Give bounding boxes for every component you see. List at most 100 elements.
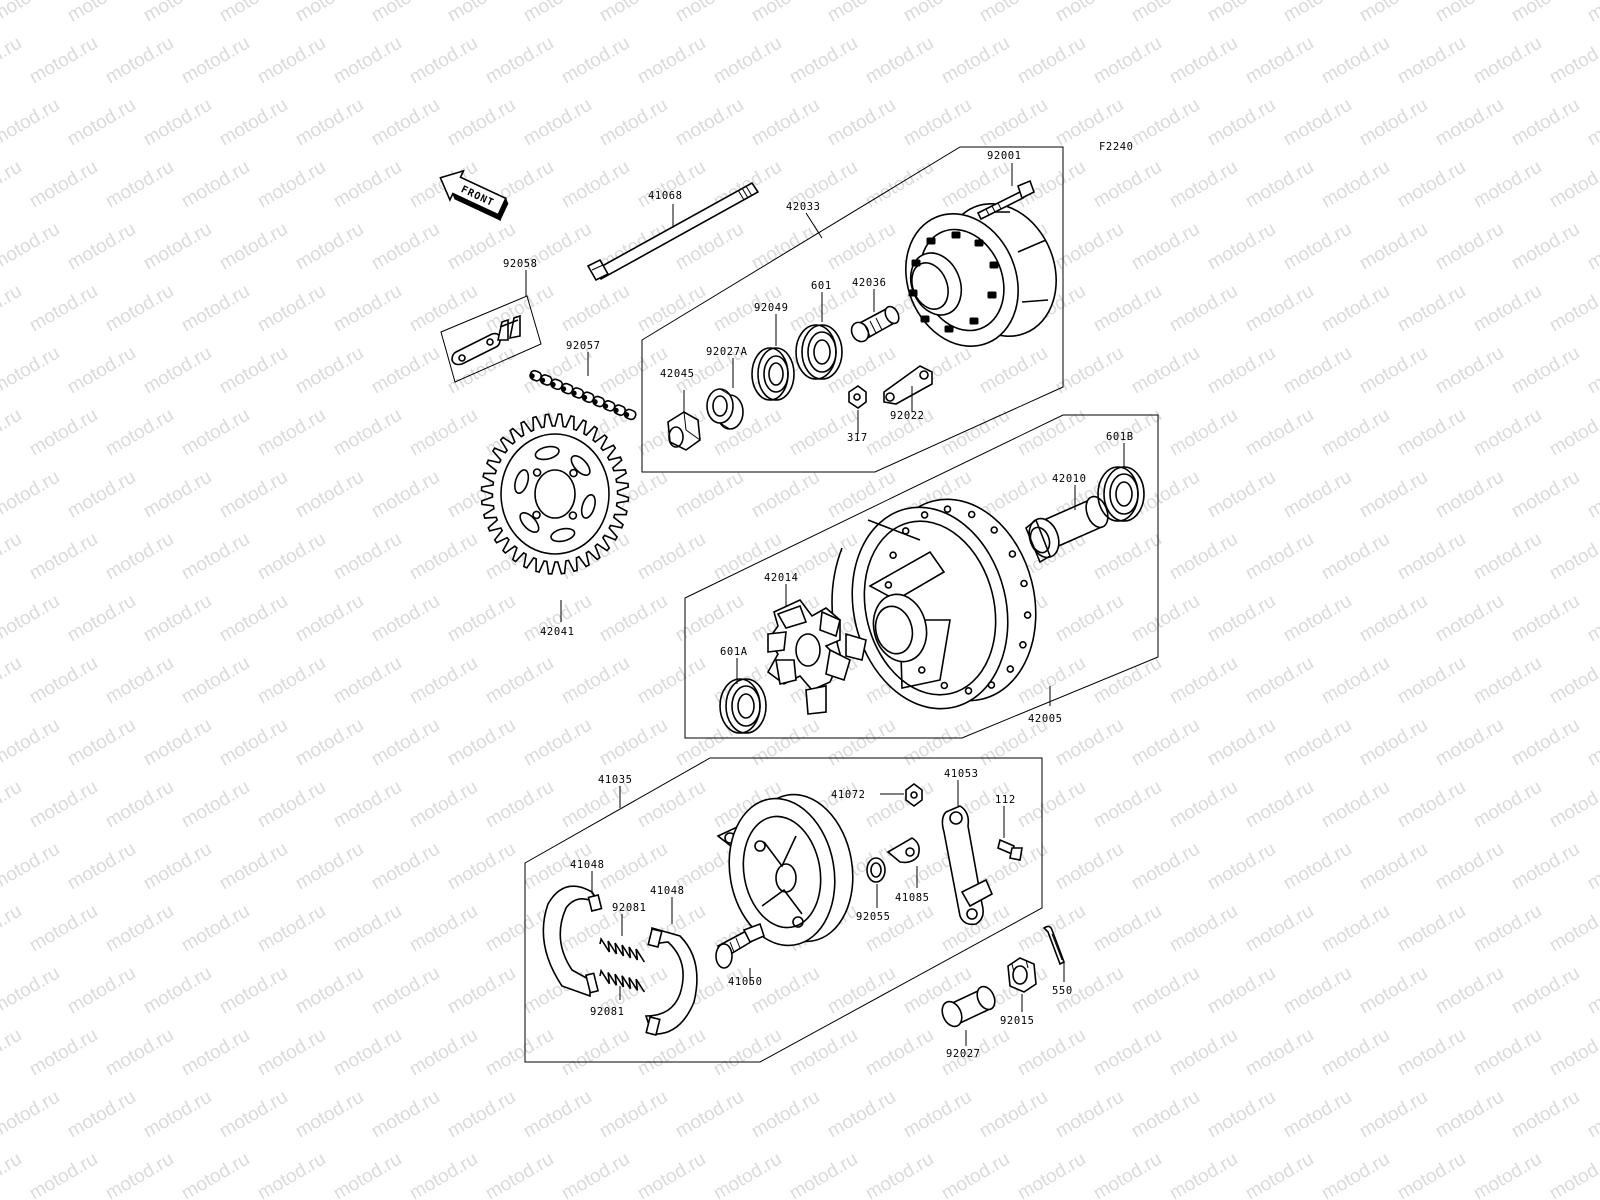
watermark-text: motod.ru xyxy=(1090,281,1165,337)
watermark-text: motod.ru xyxy=(140,467,215,523)
watermark-text: motod.ru xyxy=(444,0,519,26)
watermark-text: motod.ru xyxy=(1280,95,1355,151)
watermark-text: motod.ru xyxy=(1508,963,1583,1019)
watermark-text: motod.ru xyxy=(1546,777,1600,833)
hub-spoke-hole xyxy=(920,511,929,519)
watermark-text: motod.ru xyxy=(1128,715,1203,771)
watermark-text: motod.ru xyxy=(1090,901,1165,957)
watermark-text: motod.ru xyxy=(976,95,1051,151)
watermark-text: motod.ru xyxy=(1166,281,1241,337)
watermark-text: motod.ru xyxy=(558,33,633,89)
watermark-text: motod.ru xyxy=(1166,33,1241,89)
label-92001: 92001 xyxy=(987,150,1022,162)
watermark-text: motod.ru xyxy=(368,95,443,151)
watermark-text: motod.ru xyxy=(1432,963,1507,1019)
watermark-text: motod.ru xyxy=(0,839,63,895)
oil-seal-92049 xyxy=(751,347,795,401)
watermark-text: motod.ru xyxy=(330,529,405,585)
chain-roller xyxy=(623,412,630,418)
watermark-text: motod.ru xyxy=(0,33,25,89)
watermark-text: motod.ru xyxy=(862,157,937,213)
cotter-pin-550 xyxy=(1042,925,1066,966)
watermark-text: motod.ru xyxy=(1584,467,1600,523)
watermark-text: motod.ru xyxy=(0,343,63,399)
chain-roller xyxy=(571,390,577,396)
hub-spoke-hole xyxy=(1008,550,1017,558)
watermark-text: motod.ru xyxy=(1432,343,1507,399)
watermark-text: motod.ru xyxy=(102,33,177,89)
brake-cam-41050 xyxy=(715,922,765,969)
watermark-text: motod.ru xyxy=(786,33,861,89)
watermark-text: motod.ru xyxy=(1508,0,1583,26)
watermark-text: motod.ru xyxy=(1242,1025,1317,1081)
watermark-text: motod.ru xyxy=(1318,777,1393,833)
watermark-text: motod.ru xyxy=(1280,0,1355,26)
watermark-text: motod.ru xyxy=(862,1149,937,1200)
watermark-text: motod.ru xyxy=(862,33,937,89)
label-92027A: 92027A xyxy=(706,346,748,358)
sprocket-lightening-hole xyxy=(580,494,596,519)
lock-plate-92022 xyxy=(883,365,933,405)
watermark-text: motod.ru xyxy=(862,777,937,833)
watermark-text: motod.ru xyxy=(1204,839,1279,895)
nut-42045 xyxy=(667,411,701,451)
watermark-text: motod.ru xyxy=(26,281,101,337)
label-112: 112 xyxy=(995,794,1016,806)
watermark-text: motod.ru xyxy=(0,467,63,523)
nut-41072 xyxy=(905,783,923,807)
watermark-text: motod.ru xyxy=(634,529,709,585)
watermark-text: motod.ru xyxy=(292,467,367,523)
watermark-text: motod.ru xyxy=(1470,157,1545,213)
watermark-text: motod.ru xyxy=(1090,529,1165,585)
watermark-text: motod.ru xyxy=(1432,715,1507,771)
watermark-text: motod.ru xyxy=(178,777,253,833)
label-92049: 92049 xyxy=(754,302,789,314)
drive-chain-92057 xyxy=(529,369,637,421)
watermark-text: motod.ru xyxy=(0,0,63,26)
watermark-text: motod.ru xyxy=(444,963,519,1019)
watermark-text: motod.ru xyxy=(1508,467,1583,523)
watermark-text: motod.ru xyxy=(976,1087,1051,1143)
watermark-text: motod.ru xyxy=(1432,219,1507,275)
watermark-text: motod.ru xyxy=(1508,343,1583,399)
watermark-text: motod.ru xyxy=(672,0,747,26)
watermark-text: motod.ru xyxy=(0,653,25,709)
watermark-text: motod.ru xyxy=(1166,777,1241,833)
watermark-text: motod.ru xyxy=(64,219,139,275)
watermark-text: motod.ru xyxy=(1318,1149,1393,1200)
watermark-text: motod.ru xyxy=(1318,405,1393,461)
watermark-text: motod.ru xyxy=(1508,591,1583,647)
watermark-text: motod.ru xyxy=(216,591,291,647)
watermark-text: motod.ru xyxy=(1508,219,1583,275)
watermark-text: motod.ru xyxy=(140,343,215,399)
watermark-text: motod.ru xyxy=(672,1087,747,1143)
watermark-text: motod.ru xyxy=(368,343,443,399)
watermark-text: motod.ru xyxy=(1470,281,1545,337)
watermark-text: motod.ru xyxy=(1052,1087,1127,1143)
watermark-text: motod.ru xyxy=(330,281,405,337)
watermark-text: motod.ru xyxy=(140,591,215,647)
sprocket-42041 xyxy=(480,413,630,575)
watermark-text: motod.ru xyxy=(558,281,633,337)
watermark-text: motod.ru xyxy=(1584,963,1600,1019)
watermark-text: motod.ru xyxy=(26,777,101,833)
label-42033: 42033 xyxy=(786,201,821,213)
watermark-text: motod.ru xyxy=(1356,1087,1431,1143)
watermark-text: motod.ru xyxy=(938,33,1013,89)
watermark-text: motod.ru xyxy=(1280,219,1355,275)
watermark-text: motod.ru xyxy=(178,529,253,585)
nut-317 xyxy=(848,385,867,409)
hub-spoke-hole xyxy=(940,681,949,690)
watermark-text: motod.ru xyxy=(1014,405,1089,461)
watermark-text: motod.ru xyxy=(0,963,63,1019)
watermark-text: motod.ru xyxy=(1356,963,1431,1019)
sprocket-lightening-hole xyxy=(550,527,576,543)
watermark-text: motod.ru xyxy=(786,1025,861,1081)
watermark-text: motod.ru xyxy=(862,1025,937,1081)
watermark-text: motod.ru xyxy=(406,901,481,957)
watermark-text: motod.ru xyxy=(64,467,139,523)
chain-roller xyxy=(550,381,556,388)
watermark-text: motod.ru xyxy=(1584,219,1600,275)
watermark-text: motod.ru xyxy=(102,777,177,833)
watermark-text: motod.ru xyxy=(1356,0,1431,26)
